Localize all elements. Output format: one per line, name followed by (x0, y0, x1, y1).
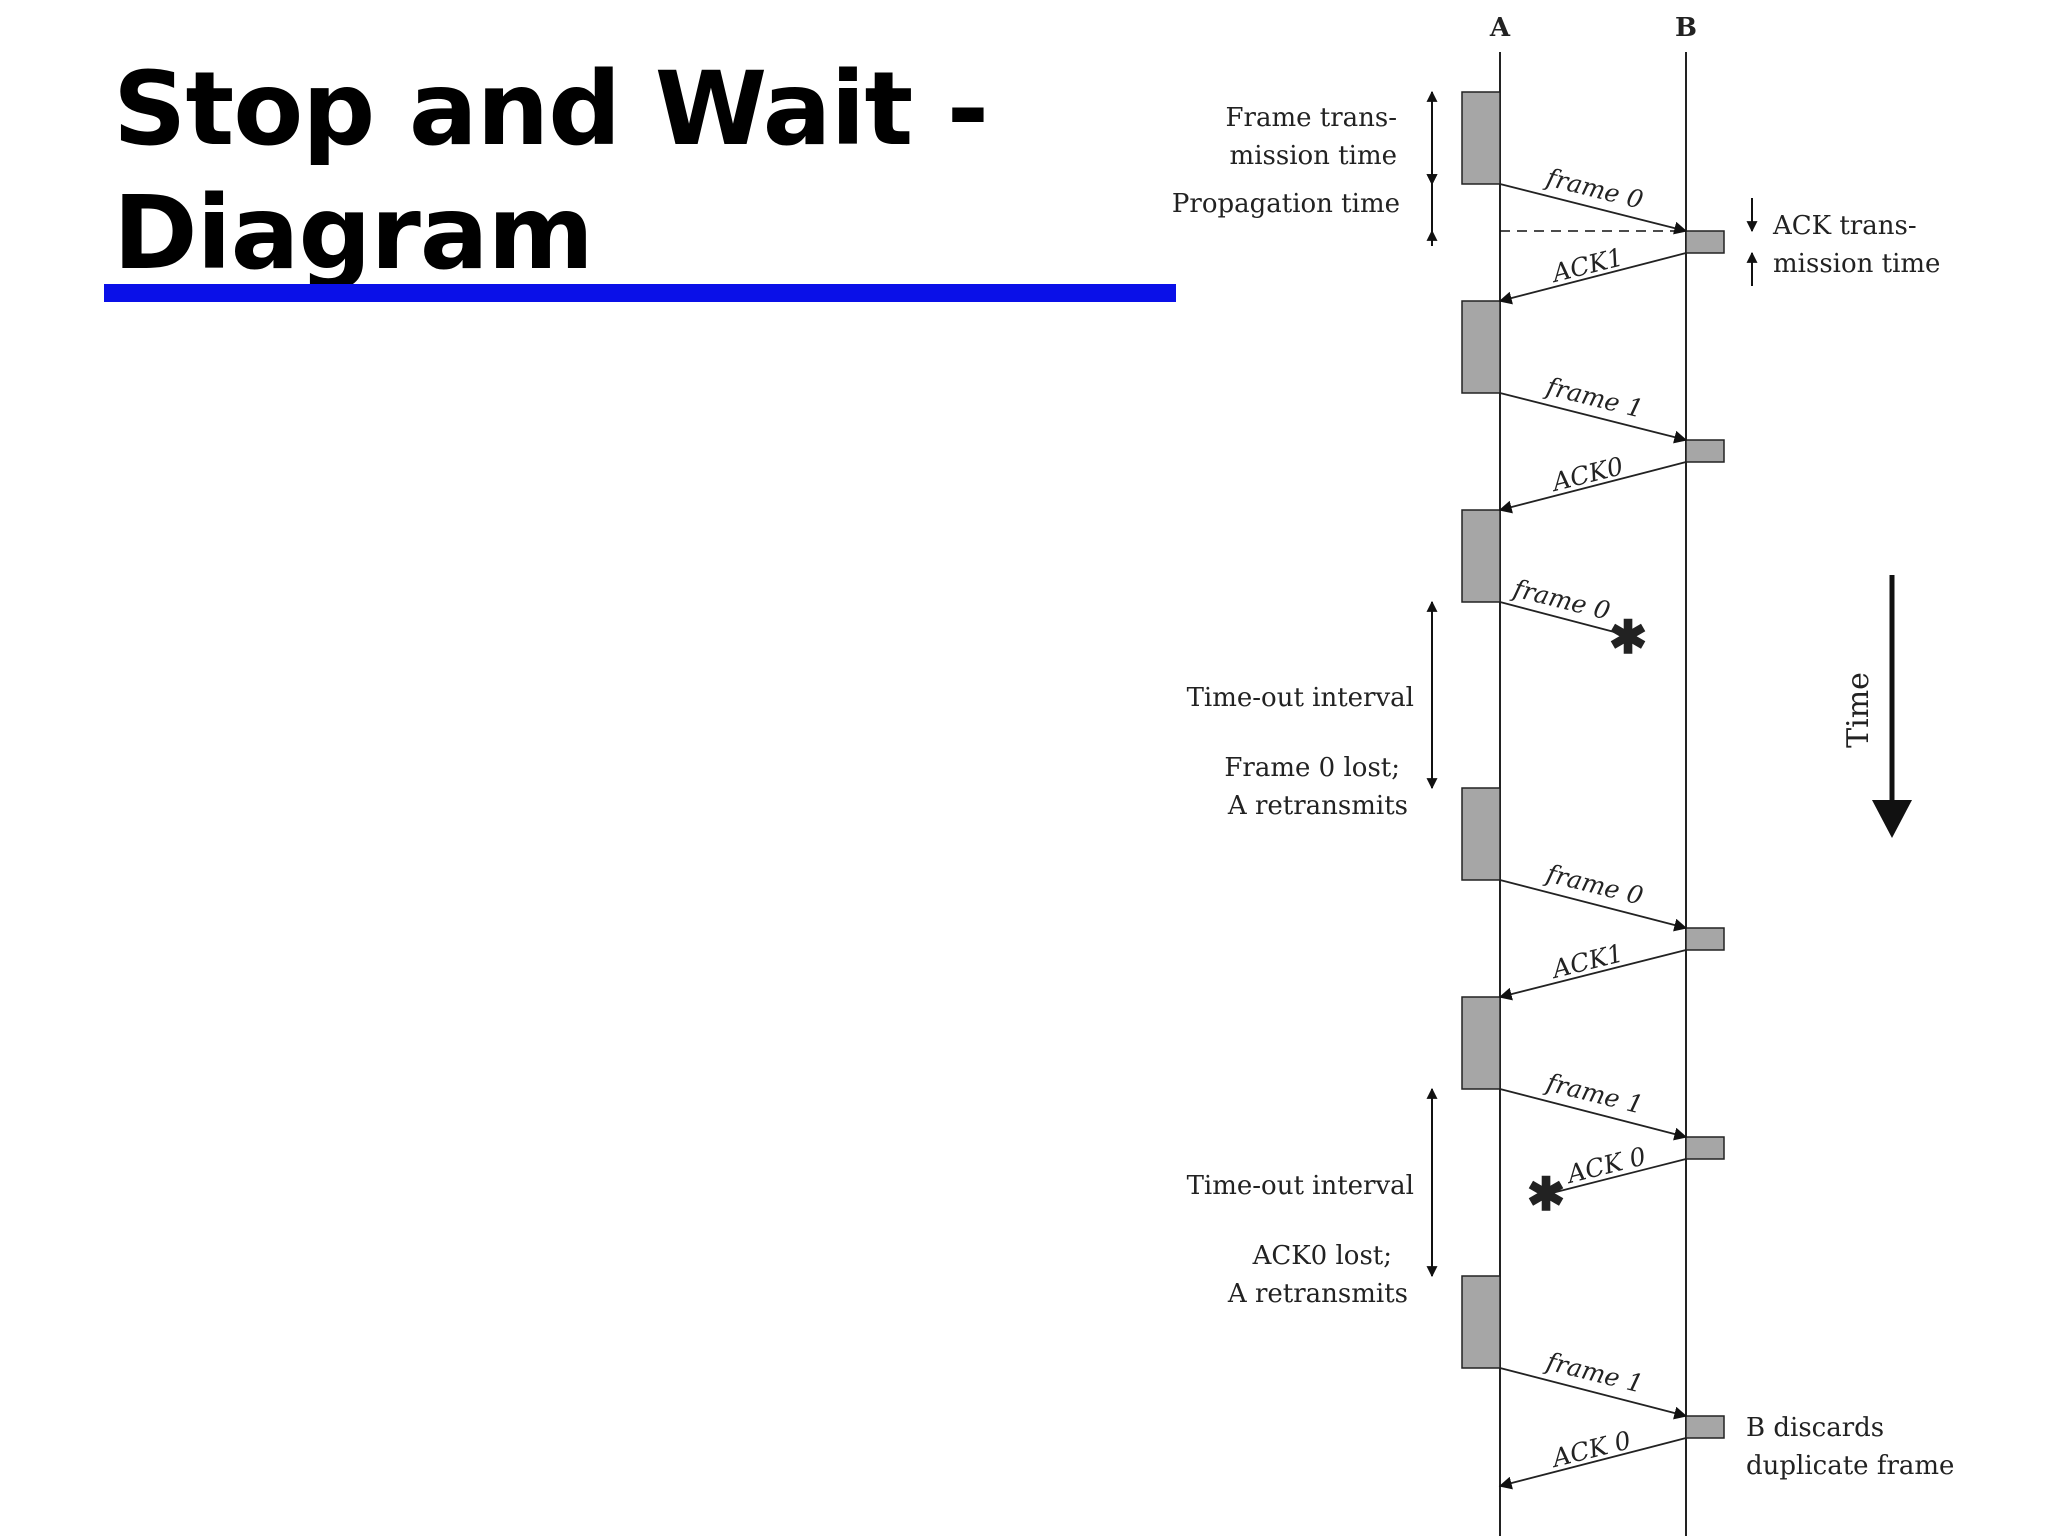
b-ack-box (1685, 1415, 1725, 1439)
slide-title-line-2: Diagram (113, 174, 594, 293)
message-arrow (1498, 949, 1687, 1001)
discard-label: duplicate frame (1746, 1451, 1954, 1481)
b-ack-box (1685, 1136, 1725, 1160)
message-arrow (1499, 392, 1688, 444)
message-arrow (1498, 1437, 1687, 1490)
message-label: frame 0 (1542, 858, 1647, 910)
timeout-interval-label: Time-out interval (1187, 683, 1414, 713)
b-ack-box (1685, 927, 1725, 951)
message-arrow (1498, 252, 1687, 305)
ack-transmission-label: mission time (1773, 249, 1940, 279)
message-arrow (1499, 1367, 1688, 1420)
station-b-label: B (1675, 13, 1697, 43)
ack-transmission-label: ACK trans- (1772, 211, 1917, 241)
ack-lost-label: A retransmits (1227, 1279, 1408, 1309)
message-label: frame 1 (1542, 371, 1647, 423)
propagation-time-label: Propagation time (1172, 189, 1400, 219)
frame-lost-label: Frame 0 lost; (1224, 753, 1400, 783)
message-label: frame 1 (1542, 1067, 1647, 1119)
a-frame-box (1461, 91, 1501, 185)
b-ack-boxes (1685, 230, 1725, 1439)
message-arrow (1498, 461, 1687, 514)
slide-title: Stop and Wait -Diagram (113, 48, 1163, 296)
message-arrow-lost (1499, 601, 1623, 635)
message-arrow (1499, 183, 1688, 235)
station-a-label: A (1489, 13, 1511, 43)
time-label: Time (1841, 672, 1876, 748)
message-label: ACK 0 (1562, 1141, 1648, 1189)
timeout-interval-label: Time-out interval (1187, 1171, 1414, 1201)
message-label: ACK 0 (1547, 1425, 1633, 1473)
frame-transmission-label: mission time (1230, 141, 1397, 171)
message-label: ACK1 (1547, 242, 1626, 288)
a-frame-box (1461, 300, 1501, 394)
title-underline (104, 284, 1176, 302)
time-arrow-head-icon (1872, 800, 1912, 838)
a-frame-box (1461, 996, 1501, 1090)
message-arrow-lost (1551, 1158, 1687, 1194)
loss-star-icon: ✱ (1527, 1167, 1566, 1221)
a-frame-box (1461, 787, 1501, 881)
message-arrow (1499, 1088, 1688, 1141)
a-frame-box (1461, 509, 1501, 603)
slide-title-line-1: Stop and Wait - (113, 50, 989, 169)
message-label: frame 0 (1542, 162, 1647, 214)
frame-transmission-label: Frame trans- (1225, 103, 1397, 133)
ack-lost-label: ACK0 lost; (1252, 1241, 1392, 1271)
frame-lost-label: A retransmits (1227, 791, 1408, 821)
discard-label: B discards (1746, 1413, 1884, 1443)
message-label: ACK0 (1547, 451, 1626, 497)
a-frame-boxes (1461, 91, 1501, 1369)
a-frame-box (1461, 1275, 1501, 1369)
message-label: frame 1 (1542, 1346, 1647, 1398)
message-label: ACK1 (1547, 938, 1626, 984)
message-arrow (1499, 879, 1688, 932)
b-ack-box (1685, 230, 1725, 254)
b-ack-box (1685, 439, 1725, 463)
loss-star-icon: ✱ (1609, 610, 1648, 664)
